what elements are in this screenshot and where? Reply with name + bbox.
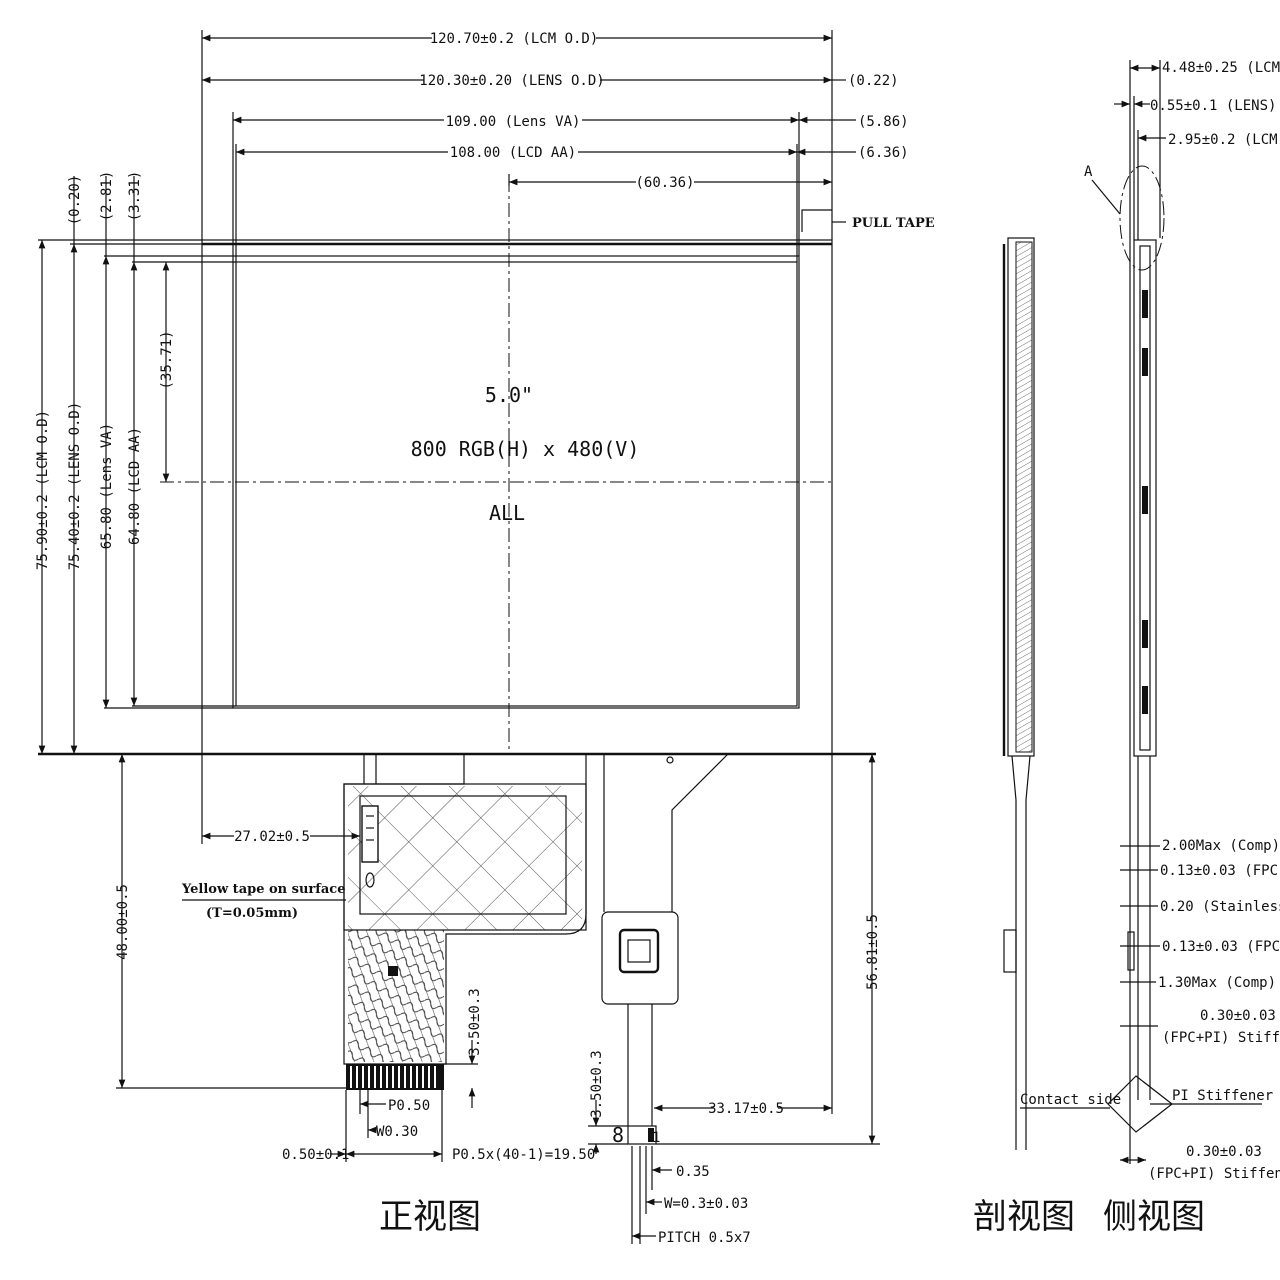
- dim-offset-2: (2.81): [99, 171, 115, 222]
- section-view-title: 剖视图: [973, 1197, 1075, 1237]
- dim-center-x: (60.36): [635, 175, 694, 191]
- dim-tail-offset: 33.17±0.5: [708, 1101, 784, 1117]
- dim-tail-pitch: PITCH 0.5x7: [658, 1230, 751, 1246]
- section-view: Contact side 剖视图: [973, 237, 1121, 1237]
- tail-connector-pin-1: 1: [652, 1130, 660, 1146]
- dim-comp-2: 1.30Max (Comp): [1158, 975, 1276, 991]
- dim-lcm-od: 120.70±0.2 (LCM O.D): [430, 31, 599, 47]
- dim-edge-050: 0.50±0.1: [282, 1147, 349, 1163]
- dim-stiffener-1-value: 0.30±0.03: [1200, 1008, 1276, 1024]
- dim-lcm-thickness: 4.48±0.25 (LCM): [1162, 60, 1280, 76]
- dim-tail-edge: 0.35: [676, 1164, 710, 1180]
- dim-stiffener-1-label: (FPC+PI) Stiffener: [1162, 1030, 1280, 1046]
- dim-stiffener-2-value: 0.30±0.03: [1186, 1144, 1262, 1160]
- dim-fpc-1: 0.13±0.03 (FPC): [1160, 863, 1280, 879]
- panel-size-label: 5.0": [485, 383, 533, 407]
- bottom-dimensions: 27.02±0.5 Yellow tape on surface (T=0.05…: [115, 754, 881, 1246]
- dim-lens-od: 120.30±0.20 (LENS O.D): [419, 73, 604, 89]
- dim-stainless: 0.20 (Stainless): [1160, 899, 1280, 915]
- contact-side-label: Contact side: [1020, 1092, 1121, 1108]
- front-view: PULL TAPE 5.0" 800 RGB(H) x 480(V) ALL 1…: [35, 30, 935, 1246]
- dim-lcm-thickness-2: 2.95±0.2 (LCM): [1168, 132, 1280, 148]
- top-dimensions: 120.70±0.2 (LCM O.D) 120.30±0.20 (LENS O…: [201, 30, 909, 262]
- dim-height-lens-od: 75.40±0.2 (LENS O.D): [67, 402, 83, 571]
- dim-total-fpc-height: 56.81±0.5: [865, 914, 881, 990]
- dim-lens-thickness: 0.55±0.1 (LENS): [1150, 98, 1276, 114]
- stiffener-detail: [1107, 1075, 1173, 1133]
- lcm-outline: [201, 239, 833, 755]
- dim-lcd-aa: 108.00 (LCD AA): [450, 145, 576, 161]
- dim-pitch-050: P0.50: [388, 1098, 430, 1114]
- lcd-aa-rect: [235, 261, 798, 707]
- pull-tape-label: PULL TAPE: [852, 216, 935, 231]
- dim-lens-od-offset: (0.22): [848, 73, 899, 89]
- dim-stiffener-2-label: (FPC+PI) Stiffener: [1148, 1166, 1280, 1182]
- pi-stiffener-label: PI Stiffener: [1172, 1088, 1273, 1104]
- yellow-tape-label: Yellow tape on surface: [181, 882, 345, 897]
- fpc-main: [343, 753, 587, 1090]
- dim-tail-width: W=0.3±0.03: [664, 1196, 748, 1212]
- dim-finger-length-b: 3.50±0.3: [589, 1050, 605, 1117]
- dim-height-lens-va: 65.80 (Lens VA): [99, 423, 115, 549]
- dim-lcd-aa-offset: (6.36): [858, 145, 909, 161]
- dim-offset-1: (0.20): [67, 175, 83, 226]
- dim-fpc-2: 0.13±0.03 (FPC): [1162, 939, 1280, 955]
- dim-height-lcd-aa: 64.80 (LCD AA): [127, 427, 143, 545]
- dim-lens-va: 109.00 (Lens VA): [446, 114, 581, 130]
- dim-center-y: (35.71): [159, 330, 175, 389]
- dim-fpc-height: 48.00±0.5: [115, 884, 131, 960]
- touch-fpc-tail: [601, 753, 729, 1145]
- dim-width-030: W0.30: [376, 1124, 418, 1140]
- side-view-title: 侧视图: [1103, 1197, 1205, 1237]
- view-label: ALL: [489, 501, 525, 525]
- left-dimensions: 75.90±0.2 (LCM O.D) 75.40±0.2 (LENS O.D)…: [35, 171, 175, 754]
- dim-offset-3: (3.31): [127, 171, 143, 222]
- tail-connector-pin-8: 8: [612, 1123, 624, 1147]
- dim-fpc-offset: 27.02±0.5: [234, 829, 310, 845]
- fpc-gold-fingers: [346, 1064, 444, 1090]
- detail-a-circle: [1119, 165, 1165, 271]
- dim-height-lcm-od: 75.90±0.2 (LCM O.D): [35, 410, 51, 570]
- yellow-tape-thickness: (T=0.05mm): [206, 906, 298, 921]
- dim-finger-length-a: 3.50±0.3: [467, 988, 483, 1055]
- detail-a-label: A: [1084, 164, 1093, 180]
- dim-comp-1: 2.00Max (Comp): [1162, 838, 1280, 854]
- pull-tape-tab: [801, 209, 832, 232]
- side-view: A PI Stiffener 4.48±0.25 (LCM) 0.55±0.1 …: [1084, 60, 1280, 1237]
- dim-lens-va-offset: (5.86): [858, 114, 909, 130]
- dim-pitch-40: P0.5x(40-1)=19.50: [452, 1147, 595, 1163]
- front-view-title: 正视图: [379, 1197, 481, 1237]
- resolution-label: 800 RGB(H) x 480(V): [411, 437, 640, 461]
